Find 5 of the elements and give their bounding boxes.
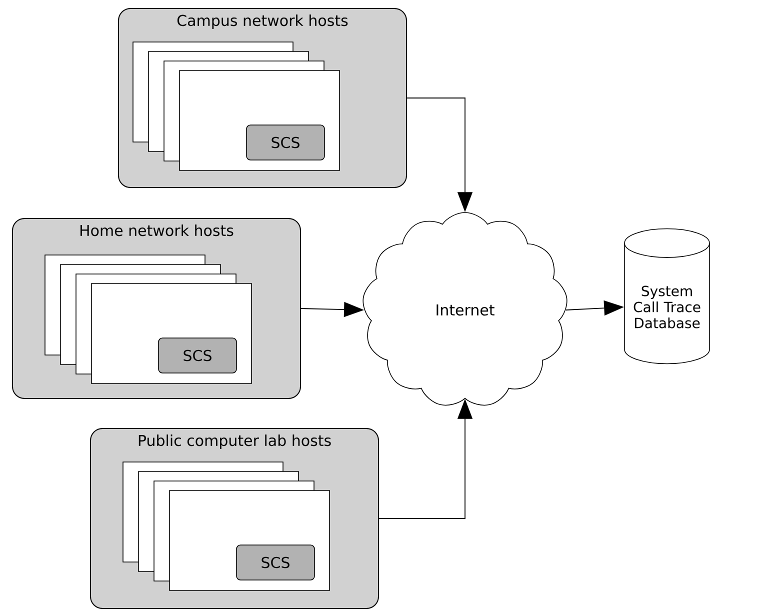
scs-box: SCS bbox=[246, 124, 325, 160]
scs-box: SCS bbox=[158, 338, 237, 374]
database-cylinder: System Call Trace Database bbox=[624, 228, 710, 364]
cloud: Internet bbox=[362, 212, 568, 406]
scs-box: SCS bbox=[236, 544, 315, 580]
